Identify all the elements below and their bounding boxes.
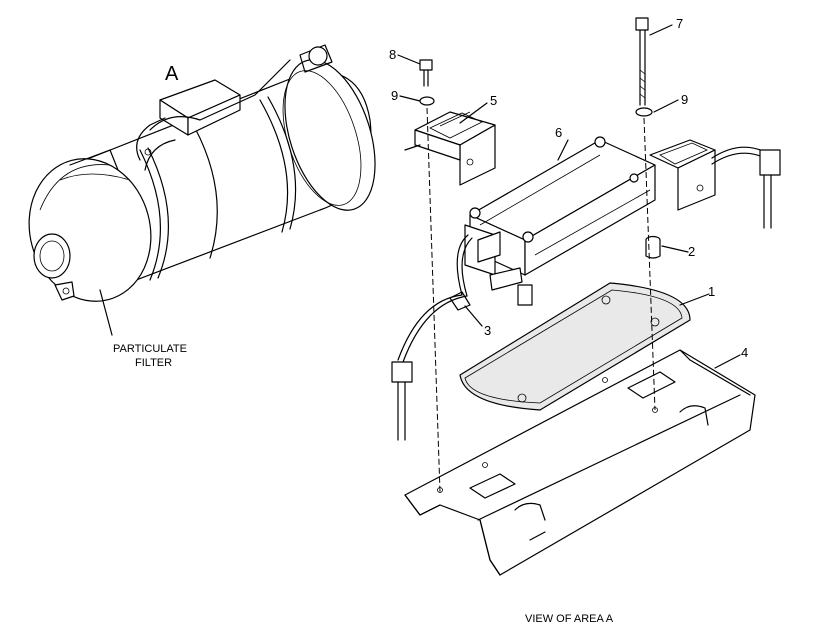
callout-2: 2 [688,244,695,259]
sensor-harness-left [391,234,473,441]
callout-4: 4 [741,345,748,360]
area-a-label: A [165,63,179,85]
bolt-part-7 [635,17,649,106]
view-caption: VIEW OF AREA A [525,613,614,625]
callout-1: 1 [708,284,715,299]
callout-8: 8 [389,47,396,62]
mounting-plate-part-4 [404,349,756,576]
gasket-pad-part-1 [459,282,691,411]
leader-lines [397,24,741,369]
particulate-filter-assembly [28,44,376,336]
washer-part-9-left [419,96,435,106]
filter-label-line1: PARTICULATE [113,343,187,355]
right-bracket [649,139,716,211]
centerline-right [643,117,656,411]
callout-9-left: 9 [391,88,398,103]
sensor-harness-right [711,146,781,229]
callout-5: 5 [490,93,497,108]
module-part-6 [464,136,656,306]
callout-6: 6 [555,125,562,140]
washer-part-9-right [635,107,653,117]
callout-9-right: 9 [681,92,688,107]
bolt-part-8 [419,59,433,87]
bracket-part-5 [404,111,496,186]
callout-3: 3 [484,323,491,338]
centerline-left [426,107,441,493]
callout-7: 7 [676,16,683,31]
filter-label-line2: FILTER [135,357,172,369]
